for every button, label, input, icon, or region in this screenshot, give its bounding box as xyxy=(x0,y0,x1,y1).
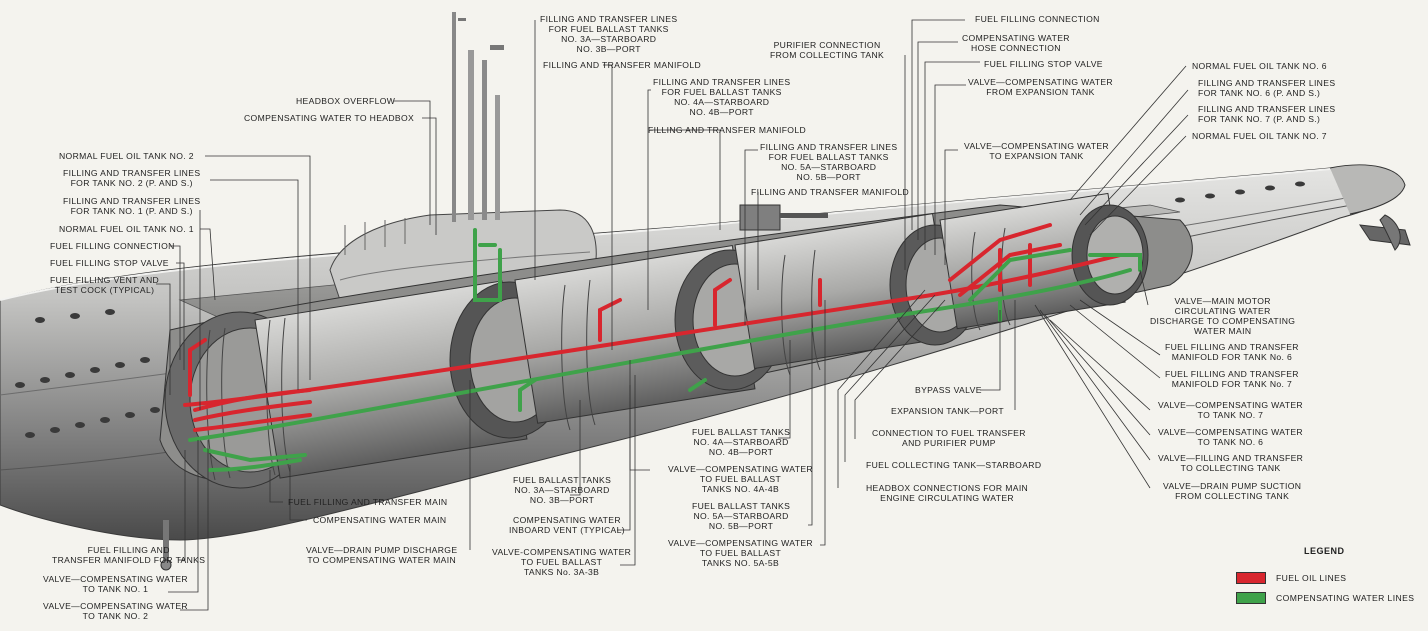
label-compensating-water-to-headbox: COMPENSATING WATER TO HEADBOX xyxy=(244,113,415,123)
label-valve-comp-water-5a-5b: VALVE—COMPENSATING WATER TO FUEL BALLAST… xyxy=(668,538,813,568)
label-valve-comp-water-tank-2: VALVE—COMPENSATING WATER TO TANK NO. 2 xyxy=(43,601,188,621)
label-filling-transfer-manifold-2: FILLING AND TRANSFER MANIFOLD xyxy=(648,125,807,135)
label-filling-transfer-lines-3a-3b: FILLING AND TRANSFER LINES FOR FUEL BALL… xyxy=(540,14,678,54)
label-valve-comp-water-3a-3b: VALVE-COMPENSATING WATER TO FUEL BALLAST… xyxy=(492,547,632,577)
label-headbox-connections: HEADBOX CONNECTIONS FOR MAIN ENGINE CIRC… xyxy=(866,483,1029,503)
label-fuel-ballast-tanks-3a-3b: FUEL BALLAST TANKS NO. 3A—STARBOARD NO. … xyxy=(513,475,612,505)
label-purifier-connection: PURIFIER CONNECTION FROM COLLECTING TANK xyxy=(770,40,885,60)
label-fuel-collecting-tank: FUEL COLLECTING TANK—STARBOARD xyxy=(866,460,1042,470)
label-filling-transfer-lines-tank-7: FILLING AND TRANSFER LINES FOR TANK NO. … xyxy=(1198,104,1336,124)
label-valve-drain-pump-suction: VALVE—DRAIN PUMP SUCTION FROM COLLECTING… xyxy=(1163,481,1302,501)
label-bypass-valve: BYPASS VALVE xyxy=(915,385,982,395)
label-compensating-water-hose-connection: COMPENSATING WATER HOSE CONNECTION xyxy=(962,33,1070,53)
label-normal-fuel-oil-tank-6: NORMAL FUEL OIL TANK NO. 6 xyxy=(1192,61,1327,71)
legend-label-water: COMPENSATING WATER LINES xyxy=(1276,593,1415,603)
label-fuel-filling-connection-fwd: FUEL FILLING CONNECTION xyxy=(50,241,175,251)
label-filling-transfer-manifold-3: FILLING AND TRANSFER MANIFOLD xyxy=(751,187,910,197)
label-fuel-filling-connection: FUEL FILLING CONNECTION xyxy=(975,14,1100,24)
label-manifold-for-tanks: FUEL FILLING AND TRANSFER MANIFOLD FOR T… xyxy=(52,545,206,565)
label-normal-fuel-oil-tank-2: NORMAL FUEL OIL TANK NO. 2 xyxy=(59,151,194,161)
label-filling-transfer-lines-4a-4b: FILLING AND TRANSFER LINES FOR FUEL BALL… xyxy=(653,77,791,117)
legend-swatch-water xyxy=(1236,592,1266,604)
label-fuel-ballast-tanks-4a-4b: FUEL BALLAST TANKS NO. 4A—STARBOARD NO. … xyxy=(692,427,791,457)
legend-swatch-fuel xyxy=(1236,572,1266,584)
label-fuel-filling-vent: FUEL FILLING VENT AND TEST COCK (TYPICAL… xyxy=(50,275,160,295)
label-manifold-tank-6: FUEL FILLING AND TRANSFER MANIFOLD FOR T… xyxy=(1165,342,1299,362)
label-fuel-ballast-tanks-5a-5b: FUEL BALLAST TANKS NO. 5A—STARBOARD NO. … xyxy=(692,501,791,531)
legend-title: LEGEND xyxy=(1304,546,1345,556)
label-manifold-tank-7: FUEL FILLING AND TRANSFER MANIFOLD FOR T… xyxy=(1165,369,1299,389)
label-valve-comp-water-from-expansion: VALVE—COMPENSATING WATER FROM EXPANSION … xyxy=(968,77,1113,97)
label-comp-water-inboard-vent: COMPENSATING WATER INBOARD VENT (TYPICAL… xyxy=(509,515,625,535)
label-valve-drain-pump-discharge: VALVE—DRAIN PUMP DISCHARGE TO COMPENSATI… xyxy=(306,545,458,565)
label-valve-filling-transfer-collecting: VALVE—FILLING AND TRANSFER TO COLLECTING… xyxy=(1158,453,1304,473)
label-fuel-filling-transfer-main: FUEL FILLING AND TRANSFER MAIN xyxy=(288,497,448,507)
label-valve-comp-water-tank-6: VALVE—COMPENSATING WATER TO TANK NO. 6 xyxy=(1158,427,1303,447)
legend-label-fuel: FUEL OIL LINES xyxy=(1276,573,1347,583)
leader-lines xyxy=(156,19,1189,611)
label-valve-comp-water-4a-4b: VALVE—COMPENSATING WATER TO FUEL BALLAST… xyxy=(668,464,813,494)
label-filling-transfer-lines-tank-2: FILLING AND TRANSFER LINES FOR TANK NO. … xyxy=(63,168,201,188)
label-valve-comp-water-tank-7: VALVE—COMPENSATING WATER TO TANK NO. 7 xyxy=(1158,400,1303,420)
label-filling-transfer-lines-tank-6: FILLING AND TRANSFER LINES FOR TANK NO. … xyxy=(1198,78,1336,98)
label-filling-transfer-lines-tank-1: FILLING AND TRANSFER LINES FOR TANK NO. … xyxy=(63,196,201,216)
label-valve-comp-water-tank-1: VALVE—COMPENSATING WATER TO TANK NO. 1 xyxy=(43,574,188,594)
label-connection-fuel-transfer: CONNECTION TO FUEL TRANSFER AND PURIFIER… xyxy=(872,428,1026,448)
label-compensating-water-main: COMPENSATING WATER MAIN xyxy=(313,515,447,525)
label-fuel-filling-stop-valve-aft: FUEL FILLING STOP VALVE xyxy=(984,59,1103,69)
label-filling-transfer-lines-5a-5b: FILLING AND TRANSFER LINES FOR FUEL BALL… xyxy=(760,142,898,182)
label-headbox-overflow: HEADBOX OVERFLOW xyxy=(296,96,396,106)
label-filling-transfer-manifold-1: FILLING AND TRANSFER MANIFOLD xyxy=(543,60,702,70)
label-fuel-filling-stop-valve-fwd: FUEL FILLING STOP VALVE xyxy=(50,258,169,268)
label-normal-fuel-oil-tank-1: NORMAL FUEL OIL TANK NO. 1 xyxy=(59,224,194,234)
label-normal-fuel-oil-tank-7: NORMAL FUEL OIL TANK NO. 7 xyxy=(1192,131,1327,141)
label-valve-comp-water-to-expansion: VALVE—COMPENSATING WATER TO EXPANSION TA… xyxy=(964,141,1109,161)
label-expansion-tank-port: EXPANSION TANK—PORT xyxy=(891,406,1004,416)
label-valve-main-motor: VALVE—MAIN MOTOR CIRCULATING WATER DISCH… xyxy=(1150,296,1296,336)
